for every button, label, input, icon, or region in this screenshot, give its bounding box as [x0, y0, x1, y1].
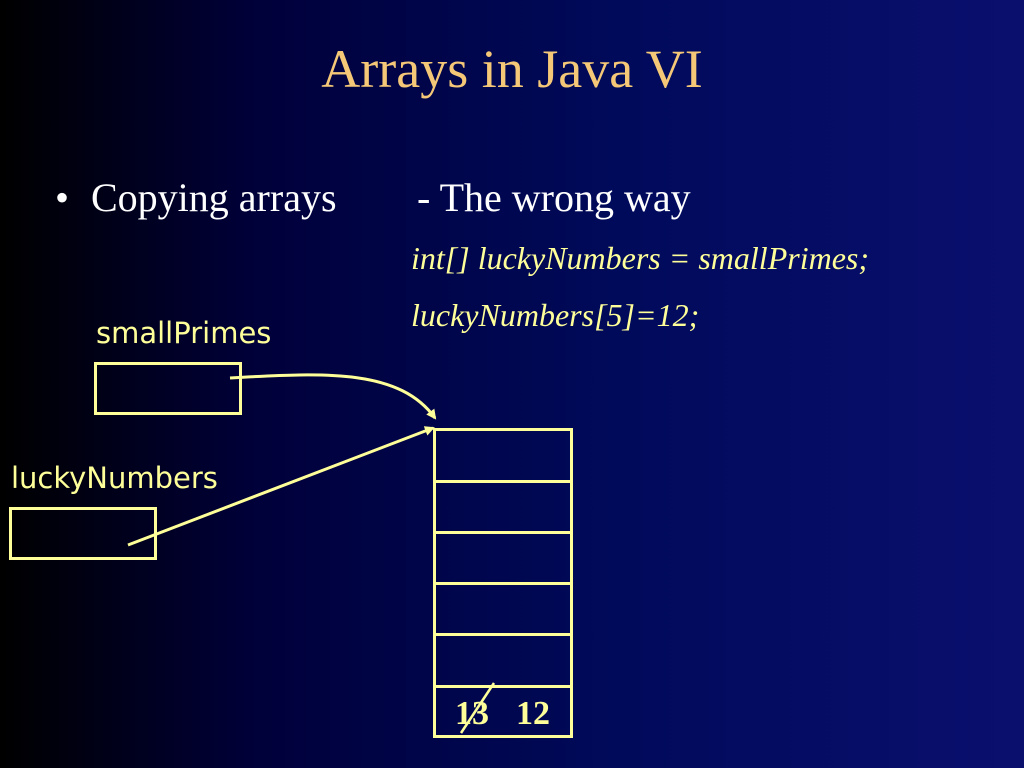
code-line-2: luckyNumbers[5]=12;: [411, 297, 700, 333]
array-cell-divider: [436, 480, 570, 483]
array-cell-divider: [436, 582, 570, 585]
subpoint-text: - The wrong way: [417, 175, 691, 220]
small-primes-box: [94, 362, 242, 415]
array-cell-divider: [436, 685, 570, 688]
strikethrough-mark: [459, 682, 496, 734]
new-value: 12: [516, 695, 550, 732]
array-box: [433, 428, 573, 738]
lucky-numbers-arrow: [127, 426, 435, 547]
bullet-text: Copying arrays: [91, 175, 337, 220]
small-primes-label: smallPrimes: [96, 316, 272, 350]
bullet-icon: •: [55, 175, 70, 220]
lucky-numbers-label: luckyNumbers: [11, 461, 218, 495]
small-primes-arrow: [229, 373, 437, 420]
code-line-1: int[] luckyNumbers = smallPrimes;: [411, 240, 869, 276]
array-cell-divider: [436, 531, 570, 534]
slide-title: Arrays in Java VI: [321, 39, 703, 99]
array-cell-divider: [436, 633, 570, 636]
